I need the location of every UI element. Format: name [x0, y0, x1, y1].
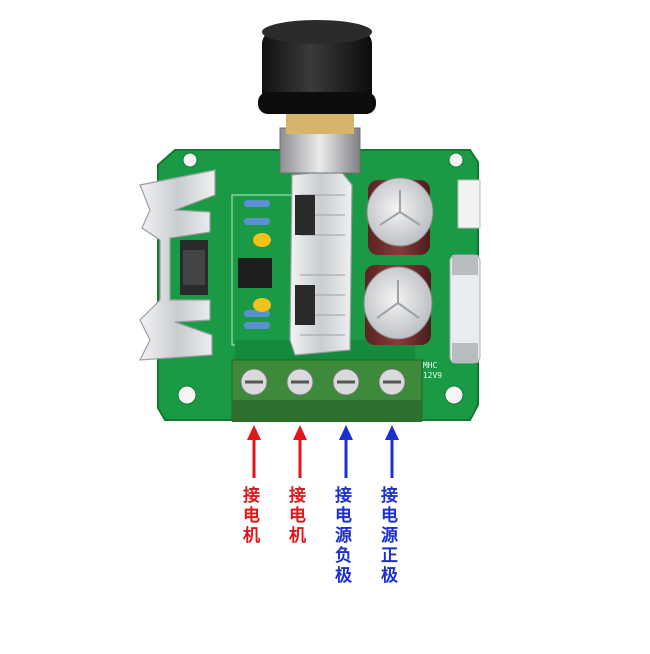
capacitor-bottom	[363, 265, 433, 345]
label-power-positive: 接 电 源 正 极	[381, 486, 398, 586]
label-char: 机	[289, 526, 306, 546]
speed-knob	[262, 30, 372, 112]
label-char: 机	[243, 526, 260, 546]
capacitor-top	[366, 177, 434, 255]
label-char: 极	[381, 566, 398, 586]
label-char: 接	[243, 486, 260, 506]
label-power-negative: 接 电 源 负 极	[335, 486, 352, 586]
potentiometer	[258, 20, 376, 174]
label-char: 源	[381, 526, 398, 546]
label-char: 正	[381, 546, 398, 566]
center-heatsink	[289, 169, 353, 356]
mounting-hole	[182, 152, 198, 168]
terminal-screw	[378, 368, 406, 396]
mounting-hole	[448, 152, 464, 168]
label-char: 源	[335, 526, 352, 546]
fuse	[449, 254, 481, 364]
label-char: 接	[289, 486, 306, 506]
terminal-screw	[332, 368, 360, 396]
label-motor-1: 接 电 机	[243, 486, 260, 546]
mounting-hole	[444, 385, 464, 405]
label-char: 电	[381, 506, 398, 526]
left-heatsink	[138, 169, 216, 361]
terminal-screw	[240, 368, 268, 396]
screw-terminal-block	[231, 359, 423, 422]
svg-text:412V9: 412V9	[418, 371, 442, 380]
ic-chip	[238, 258, 272, 288]
label-char: 接	[381, 486, 398, 506]
label-char: 电	[243, 506, 260, 526]
arrow-motor-1	[247, 425, 261, 478]
label-char: 电	[289, 506, 306, 526]
svg-text:CMHC: CMHC	[418, 361, 437, 370]
label-char: 极	[335, 566, 352, 586]
arrow-power-negative	[339, 425, 353, 478]
label-motor-2: 接 电 机	[289, 486, 306, 546]
mounting-hole	[177, 385, 197, 405]
label-char: 电	[335, 506, 352, 526]
arrow-motor-2	[293, 425, 307, 478]
label-char: 接	[335, 486, 352, 506]
arrow-power-positive	[385, 425, 399, 478]
jst-connector	[457, 179, 481, 229]
resistors	[244, 200, 271, 329]
label-char: 负	[335, 546, 352, 566]
terminal-screw	[286, 368, 314, 396]
